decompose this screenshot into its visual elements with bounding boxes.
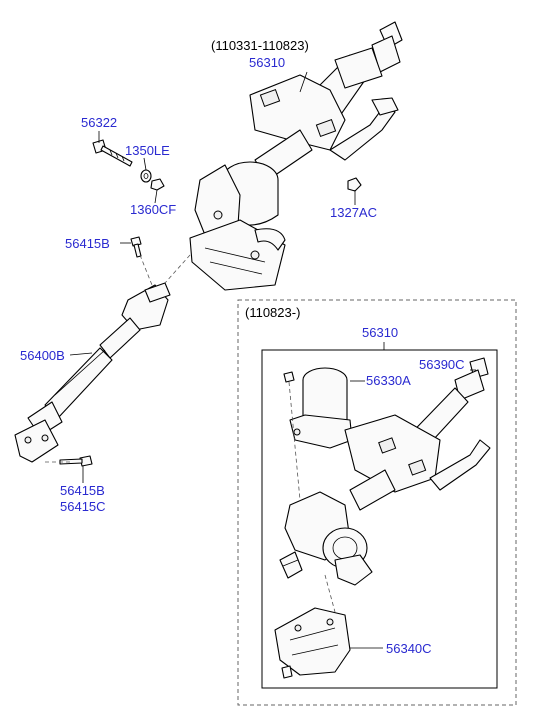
bolt-56415b-top [130, 236, 142, 258]
bolt-56322 [92, 139, 133, 167]
steering-column-assembly-old [189, 21, 403, 291]
variant-label-new: (110823-) [245, 305, 301, 320]
leader-lines [69, 71, 476, 649]
part-label-56415b-top[interactable]: 56415B [65, 236, 110, 251]
nut-1327ac [347, 177, 362, 192]
intermediate-shaft-56400b [14, 282, 171, 463]
variant-new-frame [237, 299, 517, 706]
bolt-56415b-bottom [59, 455, 93, 467]
assembly-56310-frame [261, 349, 498, 689]
nut-1360cf [150, 178, 165, 191]
steering-column-assembly-new [274, 357, 491, 679]
part-label-56390c[interactable]: 56390C [419, 357, 465, 372]
part-label-56415b-bottom[interactable]: 56415B [60, 483, 105, 498]
part-label-56310-new[interactable]: 56310 [362, 325, 399, 340]
part-label-56400b[interactable]: 56400B [20, 348, 65, 363]
variant-label-old: (110331-110823) [211, 38, 309, 53]
washer-1350le [140, 169, 152, 183]
part-label-56340c[interactable]: 56340C [386, 641, 432, 656]
part-label-1360cf[interactable]: 1360CF [130, 202, 177, 217]
part-label-1350le[interactable]: 1350LE [125, 143, 170, 158]
part-label-56322[interactable]: 56322 [81, 115, 118, 130]
part-label-56310-top[interactable]: 56310 [249, 55, 286, 70]
part-label-56330a[interactable]: 56330A [366, 373, 411, 388]
part-label-56415c[interactable]: 56415C [60, 499, 106, 514]
part-label-1327ac[interactable]: 1327AC [330, 205, 377, 220]
